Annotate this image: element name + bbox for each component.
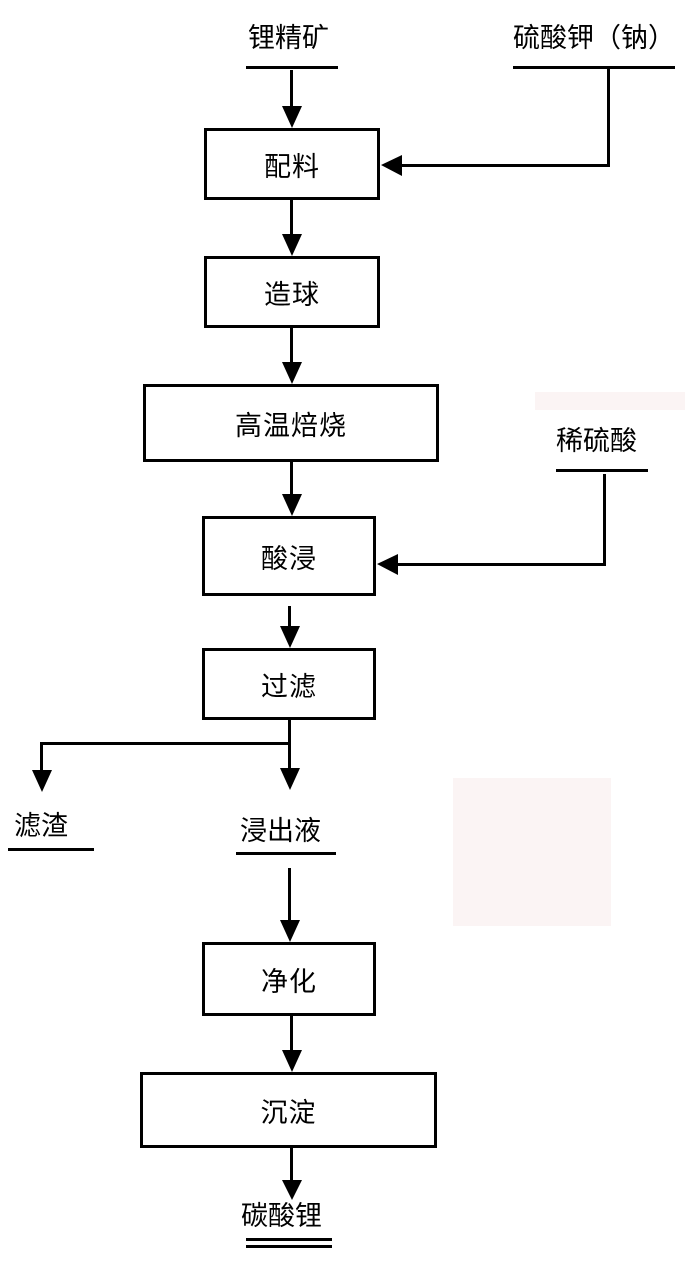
precipitating-to-product-line: [290, 1148, 293, 1182]
step-purifying-label: 净化: [261, 966, 317, 998]
input-acid-label: 稀硫酸: [556, 426, 637, 457]
output-leachate-underline: [236, 852, 336, 855]
step-roasting-box: 高温焙烧: [143, 384, 439, 462]
arrow-left-icon: [377, 554, 398, 575]
arrow-down-icon: [282, 494, 302, 516]
step-mixing-box: 配料: [204, 128, 380, 200]
step-leaching-label: 酸浸: [261, 543, 317, 575]
output-residue-label: 滤渣: [14, 811, 68, 842]
ore-to-mixing-line: [290, 70, 293, 108]
input-ore-underline: [246, 66, 338, 69]
residue-branch-vertical-line: [40, 742, 43, 772]
arrow-down-icon: [282, 362, 302, 384]
arrow-down-icon: [280, 768, 300, 790]
background-smudge: [453, 778, 611, 926]
sulfate-feed-vertical-line: [607, 69, 610, 167]
step-precipitating-label: 沉淀: [260, 1097, 317, 1129]
acid-feed-vertical-line: [603, 474, 606, 566]
leaching-to-filtering-line: [288, 606, 291, 628]
step-roasting-label: 高温焙烧: [235, 410, 347, 442]
pelletizing-to-roasting-line: [290, 328, 293, 364]
arrow-down-icon: [280, 920, 300, 942]
input-ore-label: 锂精矿: [248, 23, 329, 54]
output-product-underline-bottom: [246, 1245, 332, 1248]
step-precipitating-box: 沉淀: [140, 1072, 437, 1148]
acid-feed-horizontal-line: [396, 563, 606, 566]
purifying-to-precipitating-line: [290, 1016, 293, 1052]
step-mixing-label: 配料: [264, 151, 320, 183]
output-leachate-label: 浸出液: [240, 816, 321, 847]
arrow-down-icon: [282, 106, 302, 128]
arrow-down-icon: [282, 1050, 302, 1072]
input-sulfate-label: 硫酸钾（钠）: [513, 23, 675, 54]
step-pelletizing-label: 造球: [264, 279, 320, 311]
output-product-label: 碳酸锂: [241, 1201, 322, 1232]
arrow-down-icon: [280, 626, 300, 648]
filtering-outlet-line: [288, 720, 291, 770]
arrow-down-icon: [32, 770, 52, 792]
step-pelletizing-box: 造球: [204, 256, 380, 328]
input-sulfate-underline: [513, 66, 675, 69]
mixing-to-pelletizing-line: [290, 200, 293, 236]
leachate-to-purifying-line: [288, 868, 291, 922]
residue-branch-horizontal-line: [40, 742, 291, 745]
step-filtering-label: 过滤: [261, 671, 317, 703]
sulfate-feed-horizontal-line: [400, 164, 610, 167]
arrow-left-icon: [381, 155, 402, 176]
step-leaching-box: 酸浸: [202, 516, 376, 596]
arrow-down-icon: [282, 234, 302, 256]
output-product-underline-top: [246, 1238, 332, 1241]
input-acid-underline: [556, 469, 648, 472]
background-smudge: [535, 392, 685, 410]
output-residue-underline: [8, 848, 94, 851]
step-filtering-box: 过滤: [202, 648, 376, 720]
roasting-to-leaching-line: [290, 462, 293, 496]
arrow-down-icon: [282, 1180, 302, 1200]
step-purifying-box: 净化: [202, 942, 376, 1016]
